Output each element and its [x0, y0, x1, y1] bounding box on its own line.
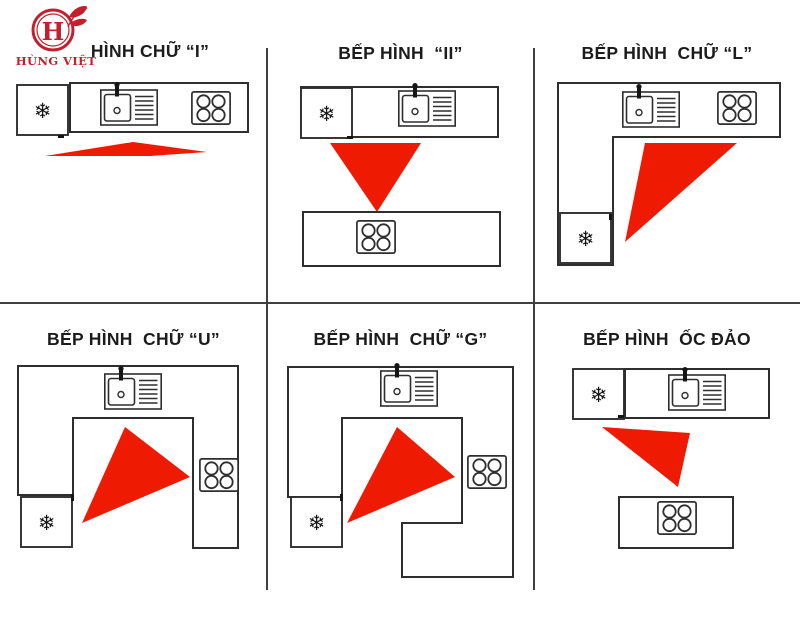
leaf-icon: [70, 18, 87, 27]
island-counter: [302, 211, 501, 267]
work-triangle: [82, 427, 190, 523]
logo-emblem: H: [31, 6, 88, 52]
grid-divider-horizontal: [0, 302, 800, 304]
stove: [657, 501, 697, 535]
stove: [356, 220, 396, 254]
fridge-handle: [609, 214, 612, 220]
kitchen-diagram-g: [287, 363, 514, 578]
fridge: [572, 368, 625, 420]
stove: [191, 91, 231, 125]
grid-divider-vertical-1: [266, 48, 268, 590]
fridge: [290, 496, 343, 548]
fridge-handle: [347, 136, 353, 139]
logo-monogram: H: [42, 17, 65, 46]
panel-title-i: HÌNH CHỮ “I”: [90, 41, 210, 61]
leaf-stem: [67, 7, 88, 28]
fridge-handle: [340, 494, 343, 501]
kitchen-diagram-l: [557, 82, 781, 266]
fridge-handle: [71, 494, 74, 501]
work-triangle: [347, 427, 455, 523]
kitchen-diagram-ii: [300, 83, 501, 267]
fridge: [300, 87, 353, 139]
brand-logo: H HÙNG VIỆT: [12, 5, 100, 79]
stove: [717, 91, 757, 125]
work-triangle: [625, 143, 737, 242]
work-triangle: [45, 142, 207, 156]
kitchen-diagram-i: [16, 82, 249, 156]
panel-title-l: BẾP HÌNH CHỮ “L”: [581, 43, 753, 63]
stove: [199, 458, 239, 492]
panel-title-g: BẾP HÌNH CHỮ “G”: [313, 329, 488, 349]
panel-title-island: BẾP HÌNH ỐC ĐẢO: [583, 329, 751, 349]
brand-name: HÙNG VIỆT: [15, 54, 97, 68]
counter: [557, 82, 781, 266]
kitchen-diagram-u: [17, 365, 239, 549]
fridge: [20, 496, 73, 548]
fridge-handle: [618, 415, 624, 418]
fridge: [559, 212, 612, 264]
grid-divider-vertical-2: [533, 48, 535, 590]
counter: [17, 365, 239, 549]
leaf-icon: [69, 6, 87, 18]
kitchen-diagram-island: [572, 367, 770, 549]
work-triangle: [602, 427, 690, 487]
fridge-handle: [58, 135, 64, 138]
work-triangle: [330, 143, 421, 212]
fridge: [16, 84, 69, 136]
panel-title-u: BẾP HÌNH CHỮ “U”: [47, 329, 220, 349]
panel-title-ii: BẾP HÌNH “II”: [338, 43, 463, 63]
stove: [467, 455, 507, 489]
